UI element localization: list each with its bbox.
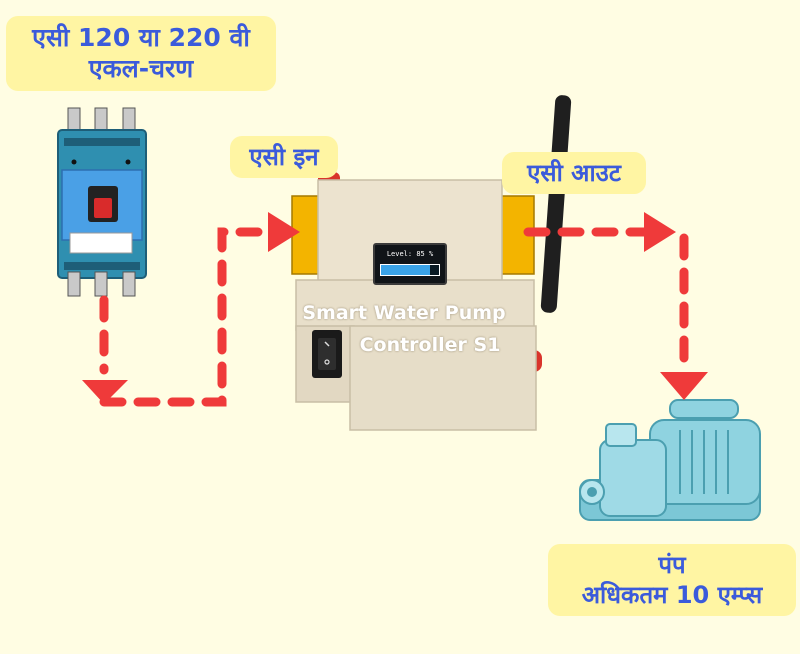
wiring-arrows xyxy=(99,227,689,407)
screen-level-bar xyxy=(380,264,440,276)
pump-line1: पंप xyxy=(658,551,686,579)
screen-level-text: Level: 85 % xyxy=(386,250,434,258)
arrowhead-left xyxy=(82,380,128,404)
pump-label: पंप अधिकतम 10 एम्प्स xyxy=(550,546,794,614)
arrow-heads xyxy=(82,212,708,404)
arrowhead-output xyxy=(644,212,676,252)
pump-line2: अधिकतम 10 एम्प्स xyxy=(581,581,763,609)
arrow-breaker-to-input xyxy=(99,227,277,407)
ac-in-label: एसी इन xyxy=(232,138,336,176)
power-source-label: एसी 120 या 220 वी एकल-चरण xyxy=(8,18,274,89)
device-screen: Level: 85 % xyxy=(376,246,444,282)
screen-level-fill xyxy=(381,265,431,275)
power-source-line1: एसी 120 या 220 वी xyxy=(32,23,250,52)
arrowhead-input xyxy=(268,212,300,252)
arrow-output-to-pump xyxy=(523,227,689,375)
circuit-breaker-icon xyxy=(57,107,147,297)
water-pump-icon xyxy=(579,399,761,521)
power-source-line2: एकल-चरण xyxy=(88,54,194,84)
device-name-line1: Smart Water Pump xyxy=(302,302,506,324)
ac-out-label: एसी आउट xyxy=(504,154,644,192)
arrowhead-pump xyxy=(660,372,708,400)
device-name-line2: Controller S1 xyxy=(359,334,501,356)
